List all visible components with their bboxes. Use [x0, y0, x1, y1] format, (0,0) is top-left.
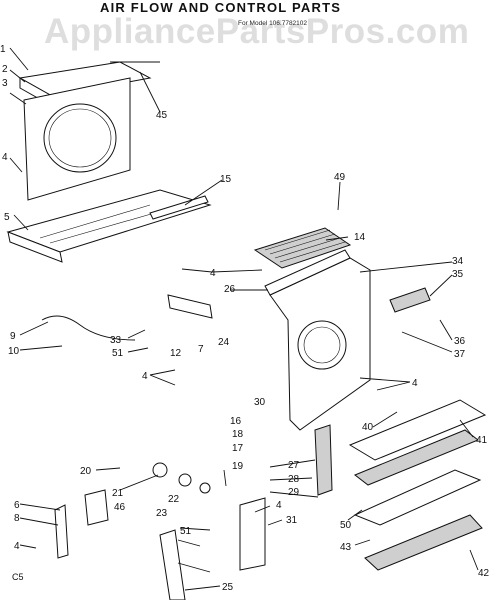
callout-4-d: 4 — [412, 378, 418, 389]
control-part — [389, 287, 431, 313]
base-pan-part — [6, 189, 212, 263]
callout-6: 6 — [14, 500, 20, 511]
callout-4-f: 4 — [14, 541, 20, 552]
callout-28: 28 — [288, 474, 300, 485]
callout-21: 21 — [112, 488, 124, 499]
callout-36: 36 — [454, 336, 466, 347]
callout-4-c: 4 — [142, 371, 148, 382]
callout-33: 33 — [110, 335, 122, 346]
louver-part — [314, 424, 333, 496]
cord-part — [41, 315, 136, 341]
front-grille-part — [348, 399, 487, 486]
callout-45: 45 — [156, 110, 168, 121]
filter-grille-part — [253, 227, 352, 269]
callout-26: 26 — [224, 284, 236, 295]
control-panel-part — [159, 529, 186, 600]
callout-20: 20 — [80, 466, 92, 477]
callout-14: 14 — [354, 232, 366, 243]
callout-9: 9 — [10, 331, 16, 342]
callout-4-b: 4 — [210, 268, 216, 279]
bracket-part — [167, 294, 213, 319]
side-bracket-part — [54, 504, 69, 559]
callout-40: 40 — [362, 422, 374, 433]
callout-22: 22 — [168, 494, 180, 505]
footer-code: C5 — [12, 572, 24, 582]
callout-42: 42 — [478, 568, 490, 579]
air-duct-housing-part — [264, 249, 371, 431]
callout-31: 31 — [286, 515, 298, 526]
callout-4: 4 — [2, 152, 8, 163]
callout-17: 17 — [232, 443, 244, 454]
callout-15: 15 — [220, 174, 232, 185]
callout-49: 49 — [334, 172, 346, 183]
callout-18: 18 — [232, 429, 244, 440]
callout-41: 41 — [476, 435, 488, 446]
watermark: AppliancePartsPros.com — [44, 12, 470, 51]
callout-23: 23 — [156, 508, 168, 519]
control-knob-part — [152, 462, 211, 494]
switch-part — [84, 489, 109, 526]
callout-5: 5 — [4, 212, 10, 223]
front-panel-part — [18, 61, 160, 201]
callout-37: 37 — [454, 349, 466, 360]
callout-2: 2 — [2, 64, 8, 75]
callout-10: 10 — [8, 346, 20, 357]
model-number-line: For Model 106.7782102 — [238, 20, 308, 27]
callout-51: 51 — [112, 348, 124, 359]
rod-part — [149, 195, 209, 220]
callout-12: 12 — [170, 348, 182, 359]
callout-25: 25 — [222, 582, 234, 593]
callout-50: 50 — [340, 520, 352, 531]
callout-27: 27 — [288, 460, 300, 471]
leader-lines — [9, 47, 479, 591]
mounting-bracket-part — [239, 497, 266, 571]
callout-30: 30 — [254, 397, 266, 408]
bottom-tray-part — [353, 469, 483, 571]
callout-29: 29 — [288, 487, 300, 498]
callout-7: 7 — [198, 344, 204, 355]
callout-51-b: 51 — [180, 526, 192, 537]
callout-8: 8 — [14, 513, 20, 524]
callout-19: 19 — [232, 461, 244, 472]
callout-4-e: 4 — [276, 500, 282, 511]
callout-35: 35 — [452, 269, 464, 280]
callout-43: 43 — [340, 542, 352, 553]
callout-16: 16 — [230, 416, 242, 427]
callout-1: 1 — [0, 44, 6, 55]
callout-46: 46 — [114, 502, 126, 513]
page-title: AIR FLOW AND CONTROL PARTS — [100, 0, 342, 15]
callout-3: 3 — [2, 78, 8, 89]
callout-34: 34 — [452, 256, 464, 267]
callout-24: 24 — [218, 337, 230, 348]
callout-labels: 1 2 3 4 5 45 15 49 14 34 35 4 26 9 33 10… — [0, 44, 490, 593]
